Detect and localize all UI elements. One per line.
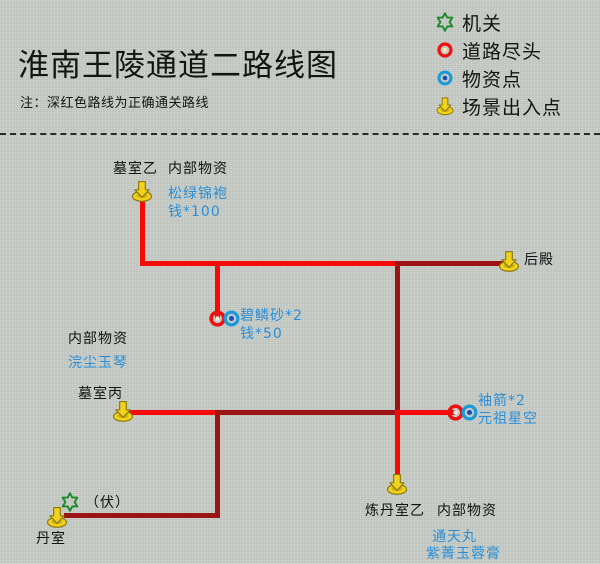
node-label-alchemy-b: 炼丹室乙	[365, 503, 425, 519]
node-label-tomb-c: 墓室丙	[78, 386, 123, 402]
supply-point-marker-right[interactable]	[461, 404, 478, 425]
route-segment-correct-vertical	[215, 410, 220, 518]
route-segment-center-vertical	[395, 261, 400, 414]
legend-item-mechanism: 机关	[432, 8, 597, 36]
green-star-icon	[432, 9, 458, 35]
supply-item-alchemy-b-1: 通天丸	[432, 529, 477, 545]
legend-label-supply-point: 物资点	[462, 68, 523, 91]
supply-item-mid-2: 钱*50	[240, 326, 283, 342]
legend-item-dead-end: 道路尽头	[432, 36, 597, 64]
route-segment-correct-horizontal	[215, 410, 398, 415]
node-label-elixir-room: 丹室	[36, 531, 66, 547]
route-segment-upper-horizontal-right	[395, 261, 505, 266]
supply-item-mid-1: 碧鳞砂*2	[240, 308, 303, 324]
supply-item-right-2: 元祖星空	[478, 411, 538, 427]
supply-header-tomb-c: 内部物资	[68, 331, 128, 347]
route-segment-rightsupply-horizontal	[395, 410, 456, 415]
page-title: 淮南王陵通道二路线图	[18, 48, 338, 84]
page-note: 注：深红色路线为正确通关路线	[20, 96, 210, 111]
legend-label-dead-end: 道路尽头	[462, 40, 543, 63]
entrance-marker-elixir-room[interactable]	[44, 504, 70, 530]
node-label-rear-hall: 后殿	[524, 252, 554, 268]
mechanism-marker-elixir-room[interactable]	[60, 492, 80, 516]
legend: 机关 道路尽头 物资点	[432, 8, 597, 120]
supply-item-tomb-c-1: 浣尘玉琴	[68, 355, 128, 371]
yellow-arrow-icon	[432, 93, 458, 119]
blue-circle-icon	[432, 65, 458, 91]
supply-point-marker-mid[interactable]	[223, 310, 240, 331]
legend-label-entrance: 场景出入点	[462, 96, 563, 119]
node-label-tomb-b: 墓室乙	[113, 161, 158, 177]
entrance-marker-alchemy-b[interactable]	[384, 471, 410, 497]
route-segment-tombc-horizontal	[121, 410, 217, 415]
legend-item-entrance: 场景出入点	[432, 92, 597, 120]
supply-item-tomb-b-2: 钱*100	[168, 204, 221, 220]
route-segment-midsupply-vertical	[215, 261, 220, 319]
route-segment-correct-bottom	[64, 513, 220, 518]
supply-item-right-1: 袖箭*2	[478, 393, 526, 409]
entrance-marker-rear-hall[interactable]	[496, 248, 522, 274]
supply-item-alchemy-b-2: 紫菁玉蓉膏	[426, 546, 501, 562]
route-segment-tombb-vertical	[140, 196, 145, 266]
supply-item-tomb-b-1: 松绿锦袍	[168, 186, 228, 202]
route-segment-alchemy-vertical	[395, 410, 400, 478]
legend-label-mechanism: 机关	[462, 12, 503, 35]
red-circle-icon	[432, 37, 458, 63]
supply-header-alchemy-b: 内部物资	[437, 503, 497, 519]
entrance-marker-tomb-b[interactable]	[129, 178, 155, 204]
route-segment-upper-horizontal-left	[140, 261, 398, 266]
header-divider	[0, 133, 600, 135]
supply-header-tomb-b: 内部物资	[168, 161, 228, 177]
legend-item-supply-point: 物资点	[432, 64, 597, 92]
trap-label-elixir-room: （伏）	[85, 495, 130, 511]
entrance-marker-tomb-c[interactable]	[110, 398, 136, 424]
